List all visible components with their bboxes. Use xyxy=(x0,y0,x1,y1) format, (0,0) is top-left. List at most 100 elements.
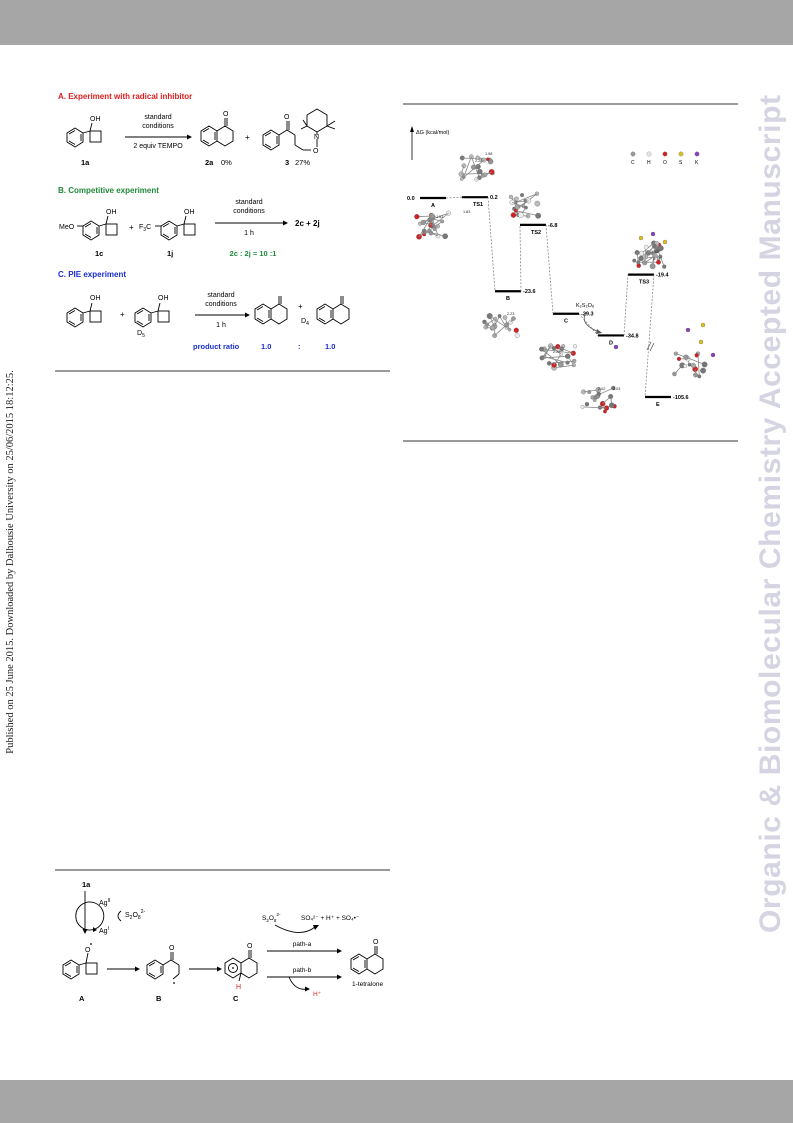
b-ratio: 2c : 2j = 10 :1 xyxy=(230,249,277,258)
cluster-e xyxy=(672,351,708,379)
cluster-ts1 xyxy=(458,154,495,182)
persulfate-2: S2O82- xyxy=(262,912,281,923)
mechanism-rule-top xyxy=(55,869,390,871)
structure-2a xyxy=(200,118,234,147)
accepted-manuscript-watermark: Organic & Biomolecular Chemistry Accepte… xyxy=(754,94,787,933)
b-products: 2c + 2j xyxy=(295,219,320,228)
3-o-ketone: O xyxy=(284,114,290,121)
legend-dot-o xyxy=(662,151,668,157)
ag1: AgI xyxy=(99,926,109,935)
1j-oh: OH xyxy=(184,209,195,216)
f3c-label: F3C xyxy=(139,224,151,233)
distance-label-2: 1.83 xyxy=(463,210,470,214)
structure-tetralone-h xyxy=(254,296,288,325)
structure-3 xyxy=(262,108,336,151)
section-a-scheme: OH 1a standard conditions 2 equiv TEMPO … xyxy=(66,108,336,167)
connector-4 xyxy=(578,313,599,336)
distance-label-3: 2.23 xyxy=(507,312,514,316)
level-name-ts1: TS1 xyxy=(473,202,483,208)
level-name-d: D xyxy=(609,340,613,346)
distance-label-6: 1.92 xyxy=(651,250,658,254)
cluster-ts3 xyxy=(632,240,667,270)
section-c-title: C. PIE experiment xyxy=(58,270,127,279)
mech-product-o: O xyxy=(373,939,379,946)
distance-label-4: 2.22 xyxy=(553,350,560,354)
mech-c-h: H xyxy=(236,984,241,991)
meo-label: MeO xyxy=(59,224,75,231)
figure-rule-top xyxy=(403,103,738,105)
label-1j: 1j xyxy=(167,249,173,258)
level-name-a: A xyxy=(431,203,435,209)
cluster-ts2 xyxy=(508,191,542,219)
yield-3: 27% xyxy=(295,158,310,167)
level-name-b: B xyxy=(506,296,510,302)
1a-oh: OH xyxy=(90,116,101,123)
figure-rule-bottom xyxy=(403,440,738,442)
connector-2 xyxy=(519,224,522,292)
yield-2a: 0% xyxy=(221,158,232,167)
connector-5 xyxy=(623,274,629,336)
c-oh-1: OH xyxy=(90,295,101,302)
structure-1j xyxy=(155,215,196,241)
cluster-c xyxy=(539,343,577,371)
level-name-ts2: TS2 xyxy=(531,230,541,236)
product-1-tetralone xyxy=(350,946,384,975)
legend-dot-c xyxy=(630,151,636,157)
a-reagent-top: standard xyxy=(144,114,171,121)
energy-ylabel: ΔG (kcal/mol) xyxy=(416,130,449,136)
persulfate-1: S2O82- xyxy=(125,909,145,921)
level-name-ts3: TS3 xyxy=(639,280,649,286)
2a-o: O xyxy=(223,111,229,118)
section-a-title: A. Experiment with radical inhibitor xyxy=(58,92,193,101)
level-name-c: C xyxy=(564,319,568,325)
structure-1a-d5 xyxy=(134,302,170,328)
level-value-d: -34.8 xyxy=(626,333,639,339)
ag2: AgII xyxy=(99,898,110,907)
c-plus-2: + xyxy=(298,302,303,311)
b-reagent-top: standard xyxy=(235,199,262,206)
c-ratio-colon: : xyxy=(298,342,301,351)
distance-label-9: 2.03 xyxy=(613,387,620,391)
b-reagent-mid: conditions xyxy=(233,208,265,215)
connector-1 xyxy=(487,197,496,292)
c-ratio-right: 1.0 xyxy=(325,342,335,351)
ion-3 xyxy=(685,327,691,333)
ion-1 xyxy=(650,231,656,237)
distance-label-0: 1.98 xyxy=(485,152,492,156)
legend-dot-h xyxy=(646,151,652,157)
label-3: 3 xyxy=(285,158,289,167)
level-value-ts3: -19.4 xyxy=(656,273,669,279)
connector-3 xyxy=(545,224,554,314)
connector-6 xyxy=(644,274,655,398)
energy-levels: 0.0A0.2TS1-23.6B-6.8TS2-29.3C-34.8D-19.4… xyxy=(407,195,689,408)
level-value-b: -23.6 xyxy=(523,289,536,295)
1c-oh: OH xyxy=(106,209,117,216)
mech-c-o: O xyxy=(247,943,253,950)
cluster-b xyxy=(482,313,520,339)
label-2a: 2a xyxy=(205,158,214,167)
intermediate-B xyxy=(146,952,180,980)
c-reagent-bottom: 1 h xyxy=(216,322,226,329)
ion-6 xyxy=(700,322,706,328)
structure-tetralone-d4 xyxy=(316,296,350,325)
path-b: path-b xyxy=(293,967,312,974)
intermediate-C xyxy=(224,950,258,982)
b-reagent-bottom: 1 h xyxy=(244,230,254,237)
label-1a: 1a xyxy=(81,158,90,167)
mech-h-plus: H⁺ xyxy=(313,991,322,998)
structure-1c xyxy=(77,215,118,241)
mech-a-o: O xyxy=(85,947,91,954)
distance-label-7: 1.18 xyxy=(653,257,660,261)
c-plus-1: + xyxy=(120,310,125,319)
c-ratio-label: product ratio xyxy=(193,342,240,351)
b-plus: + xyxy=(129,223,134,232)
scheme-rule-bottom xyxy=(55,370,390,372)
section-b-title: B. Competitive experiment xyxy=(58,186,159,195)
level-name-e: E xyxy=(656,402,660,408)
a-reagent-mid: conditions xyxy=(142,123,174,130)
3-o: O xyxy=(313,148,319,155)
a-plus: + xyxy=(245,133,250,142)
intermediate-A xyxy=(62,952,98,980)
